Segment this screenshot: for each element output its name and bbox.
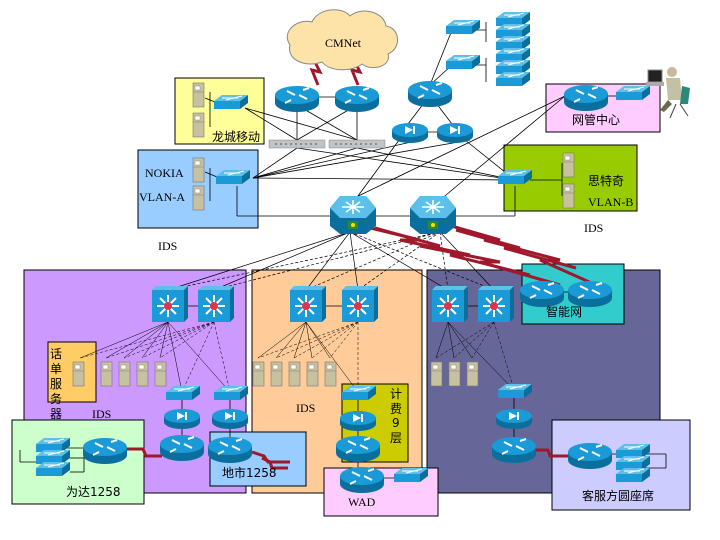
zone-billing-server: [47, 341, 97, 403]
server-icon[interactable]: [448, 361, 461, 387]
ids-label-mid: IDS: [296, 401, 315, 415]
router-icon[interactable]: [159, 434, 205, 462]
switch-icon[interactable]: [495, 11, 531, 27]
server-icon[interactable]: [118, 361, 131, 387]
svg-text:层: 层: [390, 431, 402, 445]
switch-icon[interactable]: [495, 35, 531, 51]
server-icon[interactable]: [192, 185, 205, 211]
firewall-icon[interactable]: [437, 123, 473, 143]
wan-links: [127, 59, 597, 470]
multilayer-switch-icon[interactable]: [151, 285, 189, 323]
firewall-icon[interactable]: [212, 409, 248, 429]
cloud-icon: [287, 9, 398, 71]
router-icon[interactable]: [339, 466, 385, 494]
switch-icon[interactable]: [445, 54, 481, 70]
server-icon[interactable]: [136, 361, 149, 387]
server-icon[interactable]: [154, 361, 167, 387]
svg-text:单: 单: [50, 362, 62, 376]
router-icon[interactable]: [274, 85, 320, 113]
multilayer-switch-icon[interactable]: [289, 285, 327, 323]
switch-icon[interactable]: [495, 71, 531, 87]
svg-text:费: 费: [390, 402, 402, 416]
ids-label-left: IDS: [92, 407, 111, 421]
router-icon[interactable]: [491, 436, 537, 464]
router-icon[interactable]: [563, 84, 609, 112]
server-icon[interactable]: [192, 112, 205, 138]
kefu-label: 客服方圆座席: [582, 488, 654, 503]
wad-label: WAD: [348, 495, 376, 509]
router-icon[interactable]: [567, 280, 613, 308]
nokia-label: NOKIA: [145, 166, 184, 180]
cmnet-cloud[interactable]: CMNet: [287, 9, 398, 71]
server-icon[interactable]: [100, 361, 113, 387]
svg-text:服: 服: [50, 377, 62, 391]
server-icon[interactable]: [192, 157, 205, 183]
server-icon[interactable]: [324, 361, 337, 387]
router-icon[interactable]: [407, 80, 453, 108]
server-stack-top: [495, 11, 531, 87]
multilayer-switch-icon[interactable]: [477, 285, 515, 323]
weida-label: 为达1258: [66, 485, 121, 499]
vlan-a-label: VLAN-A: [139, 190, 185, 204]
switch-icon[interactable]: [495, 59, 531, 75]
workstation-user-icon[interactable]: [646, 67, 690, 119]
firewall-icon[interactable]: [340, 411, 376, 431]
router-icon[interactable]: [335, 435, 381, 463]
server-icon[interactable]: [72, 361, 85, 387]
links-solid: [204, 22, 622, 217]
billing9-label: 计 费 9 层: [390, 387, 402, 445]
router-icon[interactable]: [82, 437, 128, 465]
multilayer-switch-icon[interactable]: [197, 285, 235, 323]
svg-text:器: 器: [50, 407, 62, 421]
multilayer-switch-icon[interactable]: [431, 285, 469, 323]
sitech-label: 思特奇: [588, 173, 624, 188]
server-icon[interactable]: [430, 361, 443, 387]
pix-icon[interactable]: [268, 139, 326, 149]
billing-server-label: 话 单 服 务 器: [50, 347, 62, 421]
router-icon[interactable]: [567, 442, 613, 470]
links-fanout-dashed: [79, 321, 515, 393]
switch-icon[interactable]: [495, 47, 531, 63]
switch-icon[interactable]: [445, 19, 481, 35]
svg-text:务: 务: [50, 391, 62, 406]
pix-icon[interactable]: [328, 139, 386, 149]
server-icon[interactable]: [192, 82, 205, 108]
core-switch-icon[interactable]: [409, 195, 457, 235]
ids-label-b: IDS: [584, 221, 603, 235]
router-icon[interactable]: [334, 85, 380, 113]
longcheng-label: 龙城移动: [212, 130, 260, 144]
cloud-label: CMNet: [325, 36, 362, 50]
router-icon[interactable]: [519, 280, 565, 308]
ids-label-a: IDS: [158, 239, 177, 253]
server-icon[interactable]: [466, 361, 479, 387]
svg-text:话: 话: [50, 347, 62, 361]
core-switch-icon[interactable]: [329, 195, 377, 235]
multilayer-switch-icon[interactable]: [341, 285, 379, 323]
server-icon[interactable]: [252, 361, 265, 387]
router-icon[interactable]: [207, 436, 253, 464]
svg-text:计: 计: [390, 387, 402, 401]
firewall-icon[interactable]: [496, 409, 532, 429]
switch-icon[interactable]: [495, 23, 531, 39]
server-icon[interactable]: [270, 361, 283, 387]
server-icon[interactable]: [562, 183, 575, 209]
firewall-icon[interactable]: [164, 409, 200, 429]
server-icon[interactable]: [306, 361, 319, 387]
svg-text:9: 9: [392, 416, 400, 430]
dishi-label: 地市1258: [222, 465, 277, 480]
server-icon[interactable]: [562, 152, 575, 178]
intelligent-label: 智能网: [546, 304, 582, 319]
server-icon[interactable]: [288, 361, 301, 387]
nms-label: 网管中心: [572, 112, 620, 127]
vlan-b-label: VLAN-B: [588, 195, 633, 209]
firewall-icon[interactable]: [392, 123, 428, 143]
links-fanout: [79, 321, 515, 393]
